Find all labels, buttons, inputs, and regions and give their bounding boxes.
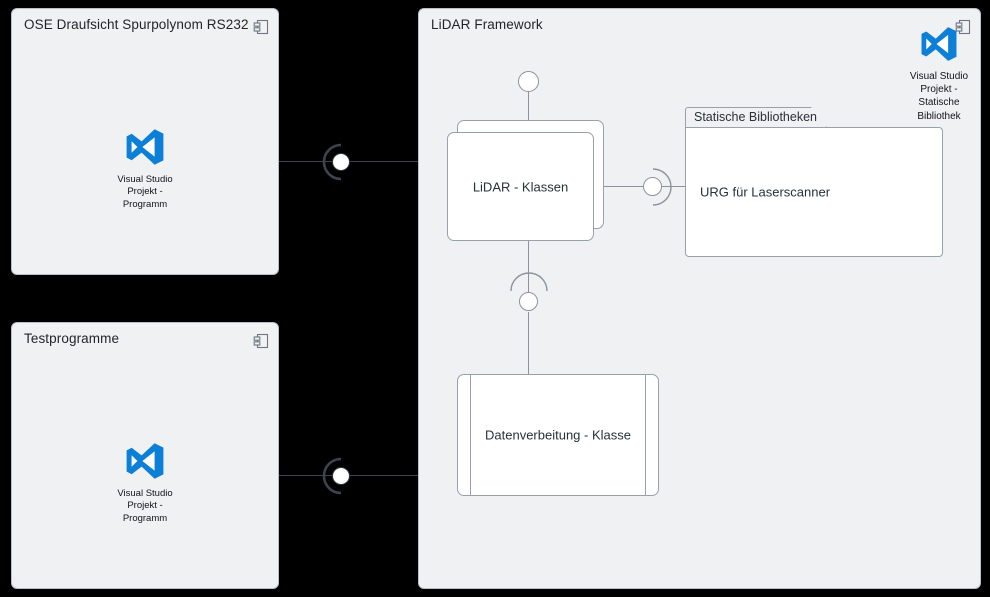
component-lidar-framework-title: LiDAR Framework [431, 17, 543, 32]
node-datenverbeitung[interactable]: Datenverbeitung - Klasse [457, 374, 659, 496]
component-testprogramme[interactable]: Testprogramme Visual Studio Projekt - Pr… [11, 322, 279, 589]
ball-lidar-to-datenverbeitung[interactable] [519, 292, 538, 311]
component-icon [955, 19, 971, 35]
artifact-visual-studio-testprogramme: Visual Studio Projekt - Programm [12, 441, 278, 525]
component-lidar-framework[interactable]: LiDAR Framework Visual Studio Projekt - … [418, 8, 981, 589]
socket-arc-lidar-to-datenverbeitung [510, 272, 548, 292]
socket-arc-testprogramme [322, 457, 342, 495]
edge-socket-to-urg [653, 186, 685, 187]
edge-lidar-klassen-to-datenverbeitung-upper [528, 239, 529, 294]
edge-lollipop-to-lidar-klassen [528, 89, 529, 129]
visual-studio-logo [12, 441, 278, 486]
node-datenverbeitung-label: Datenverbeitung - Klasse [485, 427, 631, 443]
lollipop-provided-interface[interactable] [518, 71, 539, 92]
component-testprogramme-title: Testprogramme [24, 331, 120, 346]
artifact-caption-testprogramme: Visual Studio Projekt - Programm [117, 488, 173, 524]
artifact-caption-framework: Visual Studio Projekt - Statische Biblio… [909, 71, 969, 122]
artifact-visual-studio-ose: Visual Studio Projekt - Programm [12, 127, 278, 211]
artifact-caption-ose: Visual Studio Projekt - Programm [117, 174, 173, 210]
package-tab-label: Statische Bibliotheken [694, 110, 817, 124]
component-icon [253, 19, 269, 35]
artifact-visual-studio-framework: Visual Studio Projekt - Statische Biblio… [903, 25, 975, 123]
edge-lidar-klassen-to-socket [604, 186, 647, 187]
package-body: URG für Laserscanner [685, 127, 943, 257]
ball-testprogramme-to-framework[interactable] [332, 467, 350, 485]
package-content-label: URG für Laserscanner [700, 184, 831, 200]
socket-arc-lidar-to-urg [652, 168, 672, 206]
ball-ose-to-framework[interactable] [332, 153, 350, 171]
edge-lidar-klassen-to-datenverbeitung-lower [528, 312, 529, 376]
component-ose-title: OSE Draufsicht Spurpolynom RS232 [24, 17, 249, 32]
component-icon [253, 333, 269, 349]
node-lidar-klassen[interactable]: LiDAR - Klassen [447, 132, 594, 241]
visual-studio-logo [12, 127, 278, 172]
component-ose[interactable]: OSE Draufsicht Spurpolynom RS232 Visual … [11, 8, 279, 275]
package-statische-bibliotheken[interactable]: Statische Bibliotheken URG für Laserscan… [685, 107, 943, 257]
ball-lidar-to-urg[interactable] [643, 177, 662, 196]
package-tab: Statische Bibliotheken [685, 107, 827, 127]
node-lidar-klassen-label: LiDAR - Klassen [472, 179, 569, 194]
socket-arc-ose [322, 143, 342, 181]
visual-studio-logo [903, 25, 975, 68]
